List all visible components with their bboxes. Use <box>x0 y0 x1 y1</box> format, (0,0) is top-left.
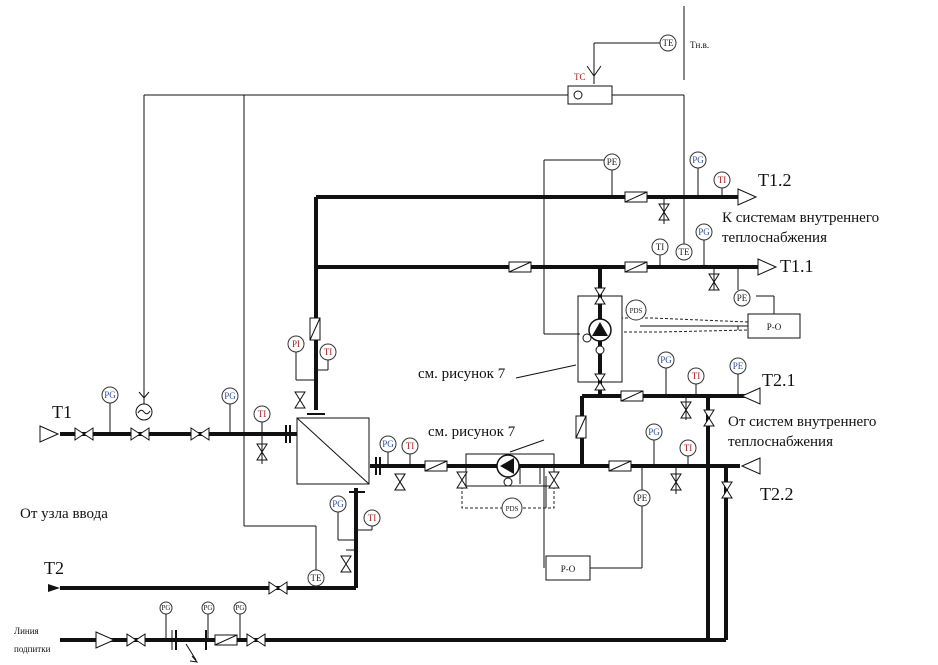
instrument-ti-t1: TI <box>253 405 271 423</box>
instrument-pg-hx-out: PG <box>379 435 397 453</box>
flow-arrows <box>39 188 778 649</box>
instrument-pg-t11: PG <box>695 223 713 241</box>
instruments: PG PG TI PI TI PG TI PG TI TE TE PE PG T… <box>101 34 751 615</box>
label-from-systems: От систем внутреннего <box>728 414 876 430</box>
instrument-pg-t1-a: PG <box>101 386 119 404</box>
instrument-pe-t21: PE <box>729 357 747 375</box>
svg-text:PG: PG <box>692 155 704 165</box>
instrument-te-t11: TE <box>675 243 693 261</box>
label-from-systems-2: теплоснабжения <box>728 434 833 450</box>
svg-text:TI: TI <box>656 242 665 252</box>
instrument-ti-hx: TI <box>319 343 337 361</box>
svg-text:TE: TE <box>663 38 674 48</box>
label-t2: T2 <box>44 558 64 578</box>
svg-text:PG: PG <box>698 227 710 237</box>
svg-text:TE: TE <box>311 573 322 583</box>
svg-text:TI: TI <box>406 441 415 451</box>
label-tc: TC <box>574 72 586 82</box>
svg-text:PG: PG <box>382 439 394 449</box>
instrument-ti-t2: TI <box>363 509 381 527</box>
tc-box <box>567 85 613 105</box>
instrument-ti-hx-out: TI <box>401 437 419 455</box>
ro-bottom-box <box>545 555 591 581</box>
instrument-ti-t11: TI <box>651 238 669 256</box>
text-labels: T1 T2 T1.2 T1.1 T2.1 T2.2 Тн.в. TC P-O P… <box>14 40 879 654</box>
label-makeup-2: подпитки <box>14 644 51 654</box>
instrument-pg-t2: PG <box>329 495 347 513</box>
svg-text:PE: PE <box>637 493 648 503</box>
ro-top-box <box>747 313 801 339</box>
instrument-pg-t12: PG <box>689 151 707 169</box>
svg-text:TI: TI <box>258 409 267 419</box>
makeup-filter-arrow <box>171 630 207 663</box>
svg-text:PDS: PDS <box>506 505 519 513</box>
svg-text:PG: PG <box>162 604 171 612</box>
svg-text:TE: TE <box>679 247 690 257</box>
svg-text:PDS: PDS <box>630 307 643 315</box>
instrument-taps <box>109 168 739 640</box>
instrument-pe-t12: PE <box>603 153 621 171</box>
instrument-pe-t22: PE <box>633 489 651 507</box>
instrument-pg-makeup-c: PG <box>233 601 247 615</box>
svg-text:PG: PG <box>224 391 236 401</box>
regulating-valve <box>135 391 153 421</box>
label-tnv: Тн.в. <box>690 40 709 50</box>
label-to-systems: К системам внутреннего <box>722 210 879 226</box>
svg-text:TI: TI <box>324 347 333 357</box>
svg-text:TI: TI <box>368 513 377 523</box>
instrument-pg-t21: PG <box>657 351 675 369</box>
label-from-node: От узла ввода <box>20 506 108 522</box>
label-t22: T2.2 <box>760 484 794 504</box>
instrument-pg-t1-b: PG <box>221 387 239 405</box>
svg-text:PI: PI <box>292 339 300 349</box>
pump-group-bottom <box>465 453 555 487</box>
svg-text:PG: PG <box>648 427 660 437</box>
heat-exchanger <box>296 417 370 485</box>
instrument-pg-t22: PG <box>645 423 663 441</box>
flanges <box>285 413 381 493</box>
instrument-te-outdoor: TE <box>659 34 677 52</box>
svg-text:PE: PE <box>733 361 744 371</box>
label-ro-bottom: P-O <box>561 564 576 574</box>
instrument-pds-top: PDS <box>625 299 647 321</box>
svg-text:PG: PG <box>332 499 344 509</box>
instrument-ti-t21: TI <box>687 367 705 385</box>
instrument-pg-makeup-a: PG <box>159 601 173 615</box>
instrument-pe-t11: PE <box>733 289 751 307</box>
svg-text:PE: PE <box>607 157 618 167</box>
antenna <box>586 65 602 84</box>
label-t11: T1.1 <box>780 256 814 276</box>
instrument-pi-hx: PI <box>287 335 305 353</box>
instrument-ti-t12: TI <box>713 171 731 189</box>
instrument-ti-t22: TI <box>679 439 697 457</box>
label-see-fig-2: см. рисунок 7 <box>428 424 516 440</box>
instrument-te-t2: TE <box>307 569 325 587</box>
label-t21: T2.1 <box>762 370 796 390</box>
label-to-systems-2: теплоснабжения <box>722 230 827 246</box>
pipes <box>60 195 760 642</box>
svg-text:PG: PG <box>204 604 213 612</box>
label-makeup-1: Линия <box>14 626 39 636</box>
label-t1: T1 <box>52 402 72 422</box>
svg-text:PG: PG <box>660 355 672 365</box>
svg-text:TI: TI <box>684 443 693 453</box>
label-see-fig-1: см. рисунок 7 <box>418 366 506 382</box>
svg-text:PG: PG <box>236 604 245 612</box>
svg-text:PG: PG <box>104 390 116 400</box>
label-t12: T1.2 <box>758 170 792 190</box>
filters <box>214 191 648 646</box>
instrument-pds-bottom: PDS <box>501 497 523 519</box>
svg-text:TI: TI <box>718 175 727 185</box>
svg-text:TI: TI <box>692 371 701 381</box>
label-ro-top: P-O <box>767 322 782 332</box>
svg-text:PE: PE <box>737 293 748 303</box>
instrument-pg-makeup-b: PG <box>201 601 215 615</box>
signal-lines <box>143 6 775 570</box>
